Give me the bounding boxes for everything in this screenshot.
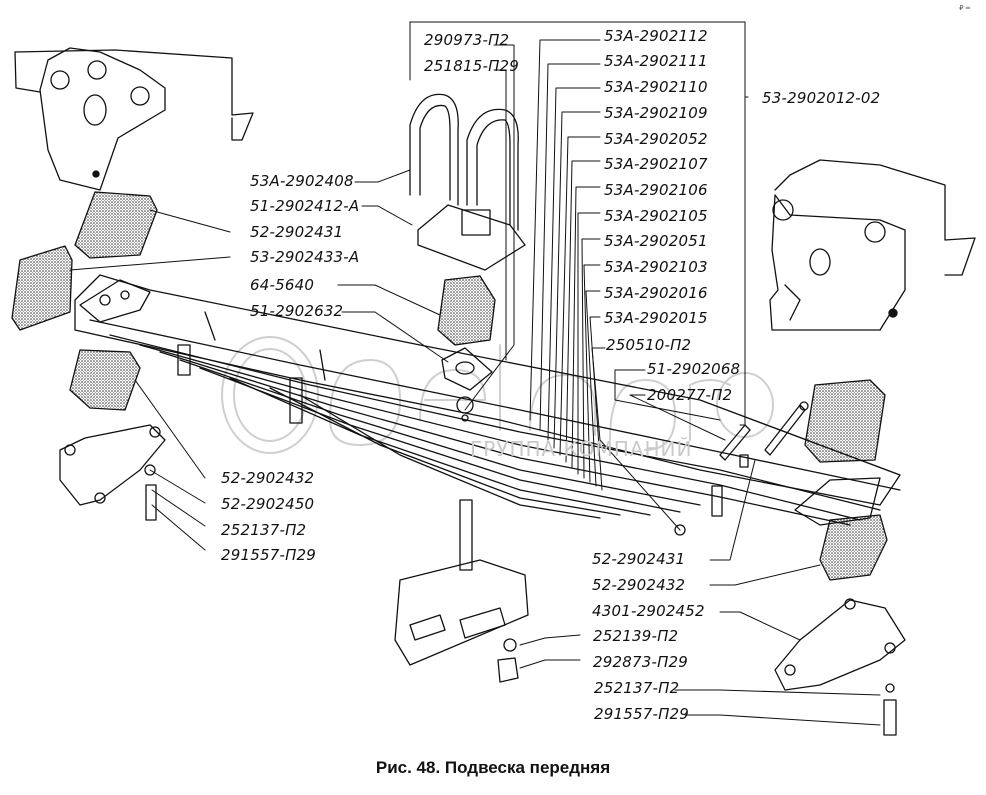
label-leaf-12: 53А-2902015	[604, 309, 708, 327]
label-leaf-10: 53А-2902103	[604, 258, 708, 276]
rubber-pads	[11, 191, 888, 581]
label-assembly: 53-2902012-02	[762, 89, 881, 107]
rear-bracket-right	[769, 159, 976, 331]
label-leaf-11: 53А-2902016	[604, 284, 708, 302]
label-291557-P29-right: 291557-П29	[594, 705, 690, 723]
label-4301-2902452: 4301-2902452	[592, 602, 705, 620]
center-bolt-axle	[394, 499, 529, 683]
label-252137-P2-left: 252137-П2	[221, 521, 307, 539]
label-252137-P2-right: 252137-П2	[594, 679, 680, 697]
label-leaf-4: 53А-2902109	[604, 104, 708, 122]
label-52-2902431-right: 52-2902431	[592, 550, 686, 568]
label-53-2902433-A: 53-2902433-А	[250, 248, 360, 266]
label-leaf-6: 53А-2902107	[604, 155, 708, 173]
label-51-2902632: 51-2902632	[250, 302, 344, 320]
label-200277-P2: 200277-П2	[647, 386, 733, 404]
label-51-2902412-A: 51-2902412-А	[250, 197, 360, 215]
label-52-2902431-left: 52-2902431	[250, 223, 344, 241]
corner-mark: ₽ ═	[959, 4, 970, 12]
label-leaf-3: 53А-2902110	[604, 78, 708, 96]
label-leaf-7: 53А-2902106	[604, 181, 708, 199]
label-leaf-2: 53А-2902111	[604, 52, 708, 70]
lower-plate-right	[774, 598, 906, 736]
label-leaf-8: 53А-2902105	[604, 207, 708, 225]
label-64-5640: 64-5640	[250, 276, 315, 294]
watermark-subtitle: ГРУППА КОМПАНИЙ	[470, 437, 693, 461]
label-291557-P29-left: 291557-П29	[221, 546, 317, 564]
label-51-2902068: 51-2902068	[647, 360, 741, 378]
pins-right	[674, 401, 809, 536]
label-290973-P2: 290973-П2	[424, 31, 510, 49]
label-52-2902432-right: 52-2902432	[592, 576, 686, 594]
label-52-2902432-left: 52-2902432	[221, 469, 315, 487]
label-250510-P2: 250510-П2	[606, 336, 692, 354]
label-252139-P2: 252139-П2	[593, 627, 679, 645]
u-bolts	[409, 93, 526, 271]
label-292873-P29: 292873-П29	[593, 653, 689, 671]
label-leaf-1: 53А-2902112	[604, 27, 708, 45]
label-52-2902450: 52-2902450	[221, 495, 315, 513]
leader-lines	[69, 21, 881, 726]
figure-caption: Рис. 48. Подвеска передняя	[375, 758, 611, 777]
label-251815-P29: 251815-П29	[424, 57, 520, 75]
leaf-spring	[74, 274, 901, 526]
label-leaf-9: 53А-2902051	[604, 232, 708, 250]
label-leaf-5: 53А-2902052	[604, 130, 708, 148]
label-53A-2902408: 53А-2902408	[250, 172, 354, 190]
front-bracket-left	[14, 47, 254, 191]
lower-plate-left	[59, 424, 166, 521]
